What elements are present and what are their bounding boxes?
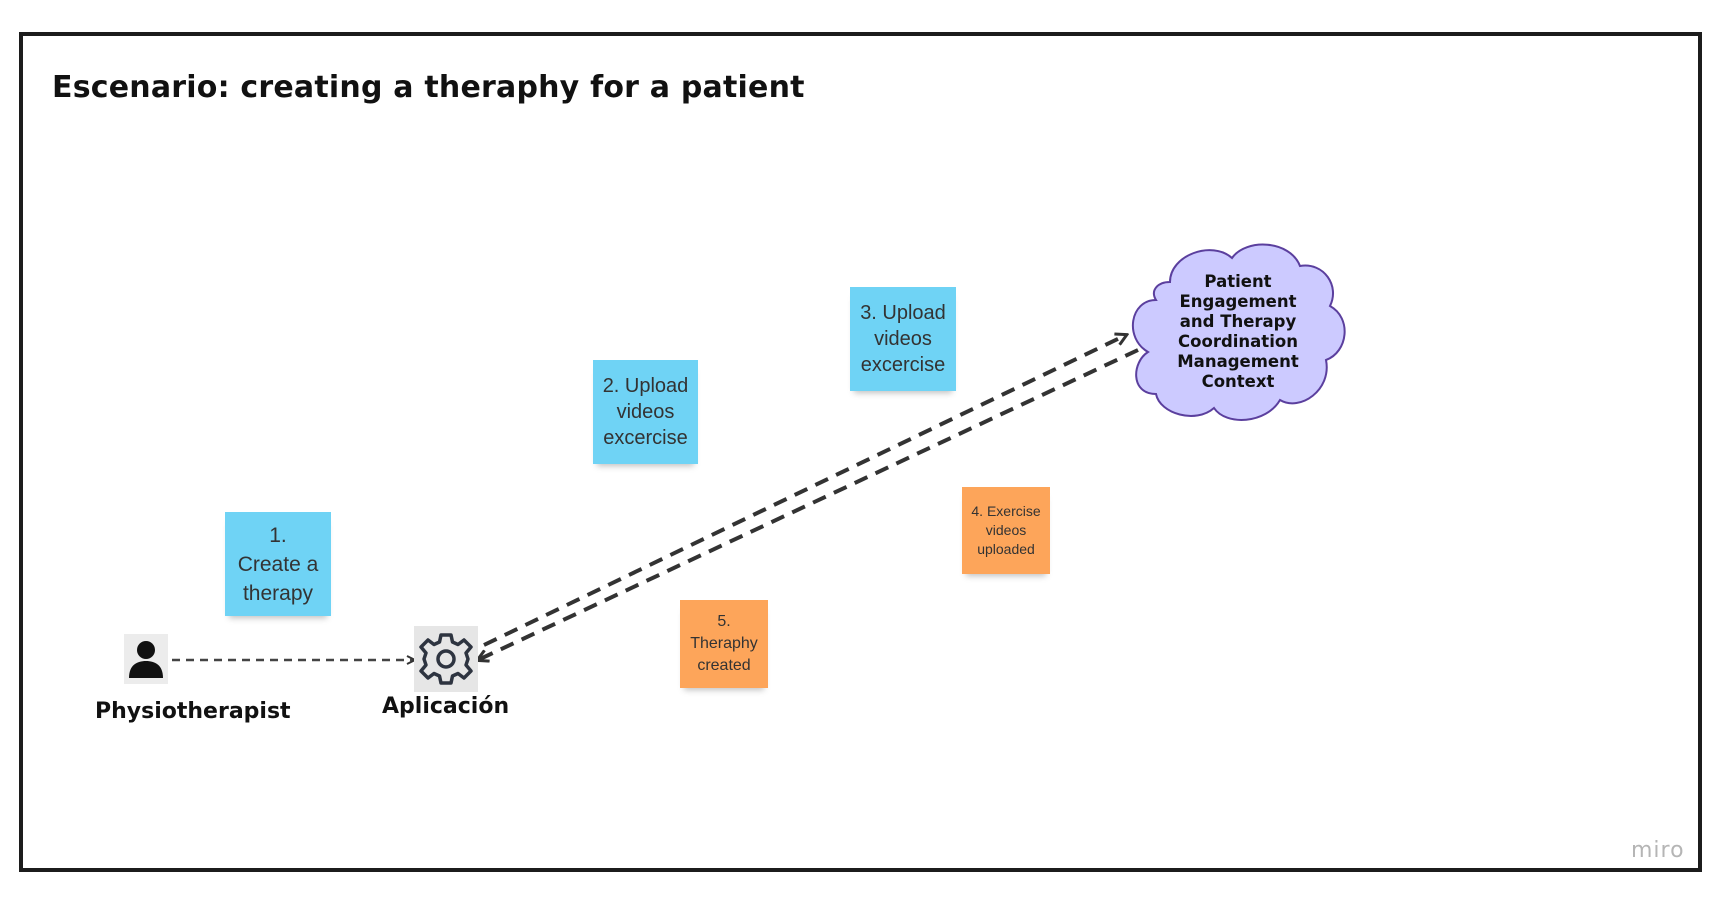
command-sticky-1[interactable]: 1. Create a therapy — [225, 512, 331, 616]
event-sticky-4[interactable]: 4. Exercise videos uploaded — [962, 487, 1050, 574]
application-label: Aplicación — [382, 694, 510, 719]
context-cloud-shape — [1131, 243, 1346, 421]
person-icon[interactable] — [124, 634, 168, 684]
command-sticky-3[interactable]: 3. Upload videos excercise — [850, 287, 956, 391]
context-label: Patient Engagement and Therapy Coordinat… — [1177, 272, 1299, 391]
connector-app-to-context — [483, 335, 1126, 647]
miro-watermark: miro — [1631, 838, 1685, 863]
physiotherapist-label: Physiotherapist — [95, 699, 291, 724]
connector-context-to-app — [478, 348, 1139, 660]
diagram-title: Escenario: creating a theraphy for a pat… — [52, 70, 805, 105]
event-sticky-5[interactable]: 5. Theraphy created — [680, 600, 768, 688]
diagram-frame — [19, 32, 1702, 872]
gear-icon[interactable] — [414, 626, 478, 692]
command-sticky-2[interactable]: 2. Upload videos excercise — [593, 360, 698, 464]
